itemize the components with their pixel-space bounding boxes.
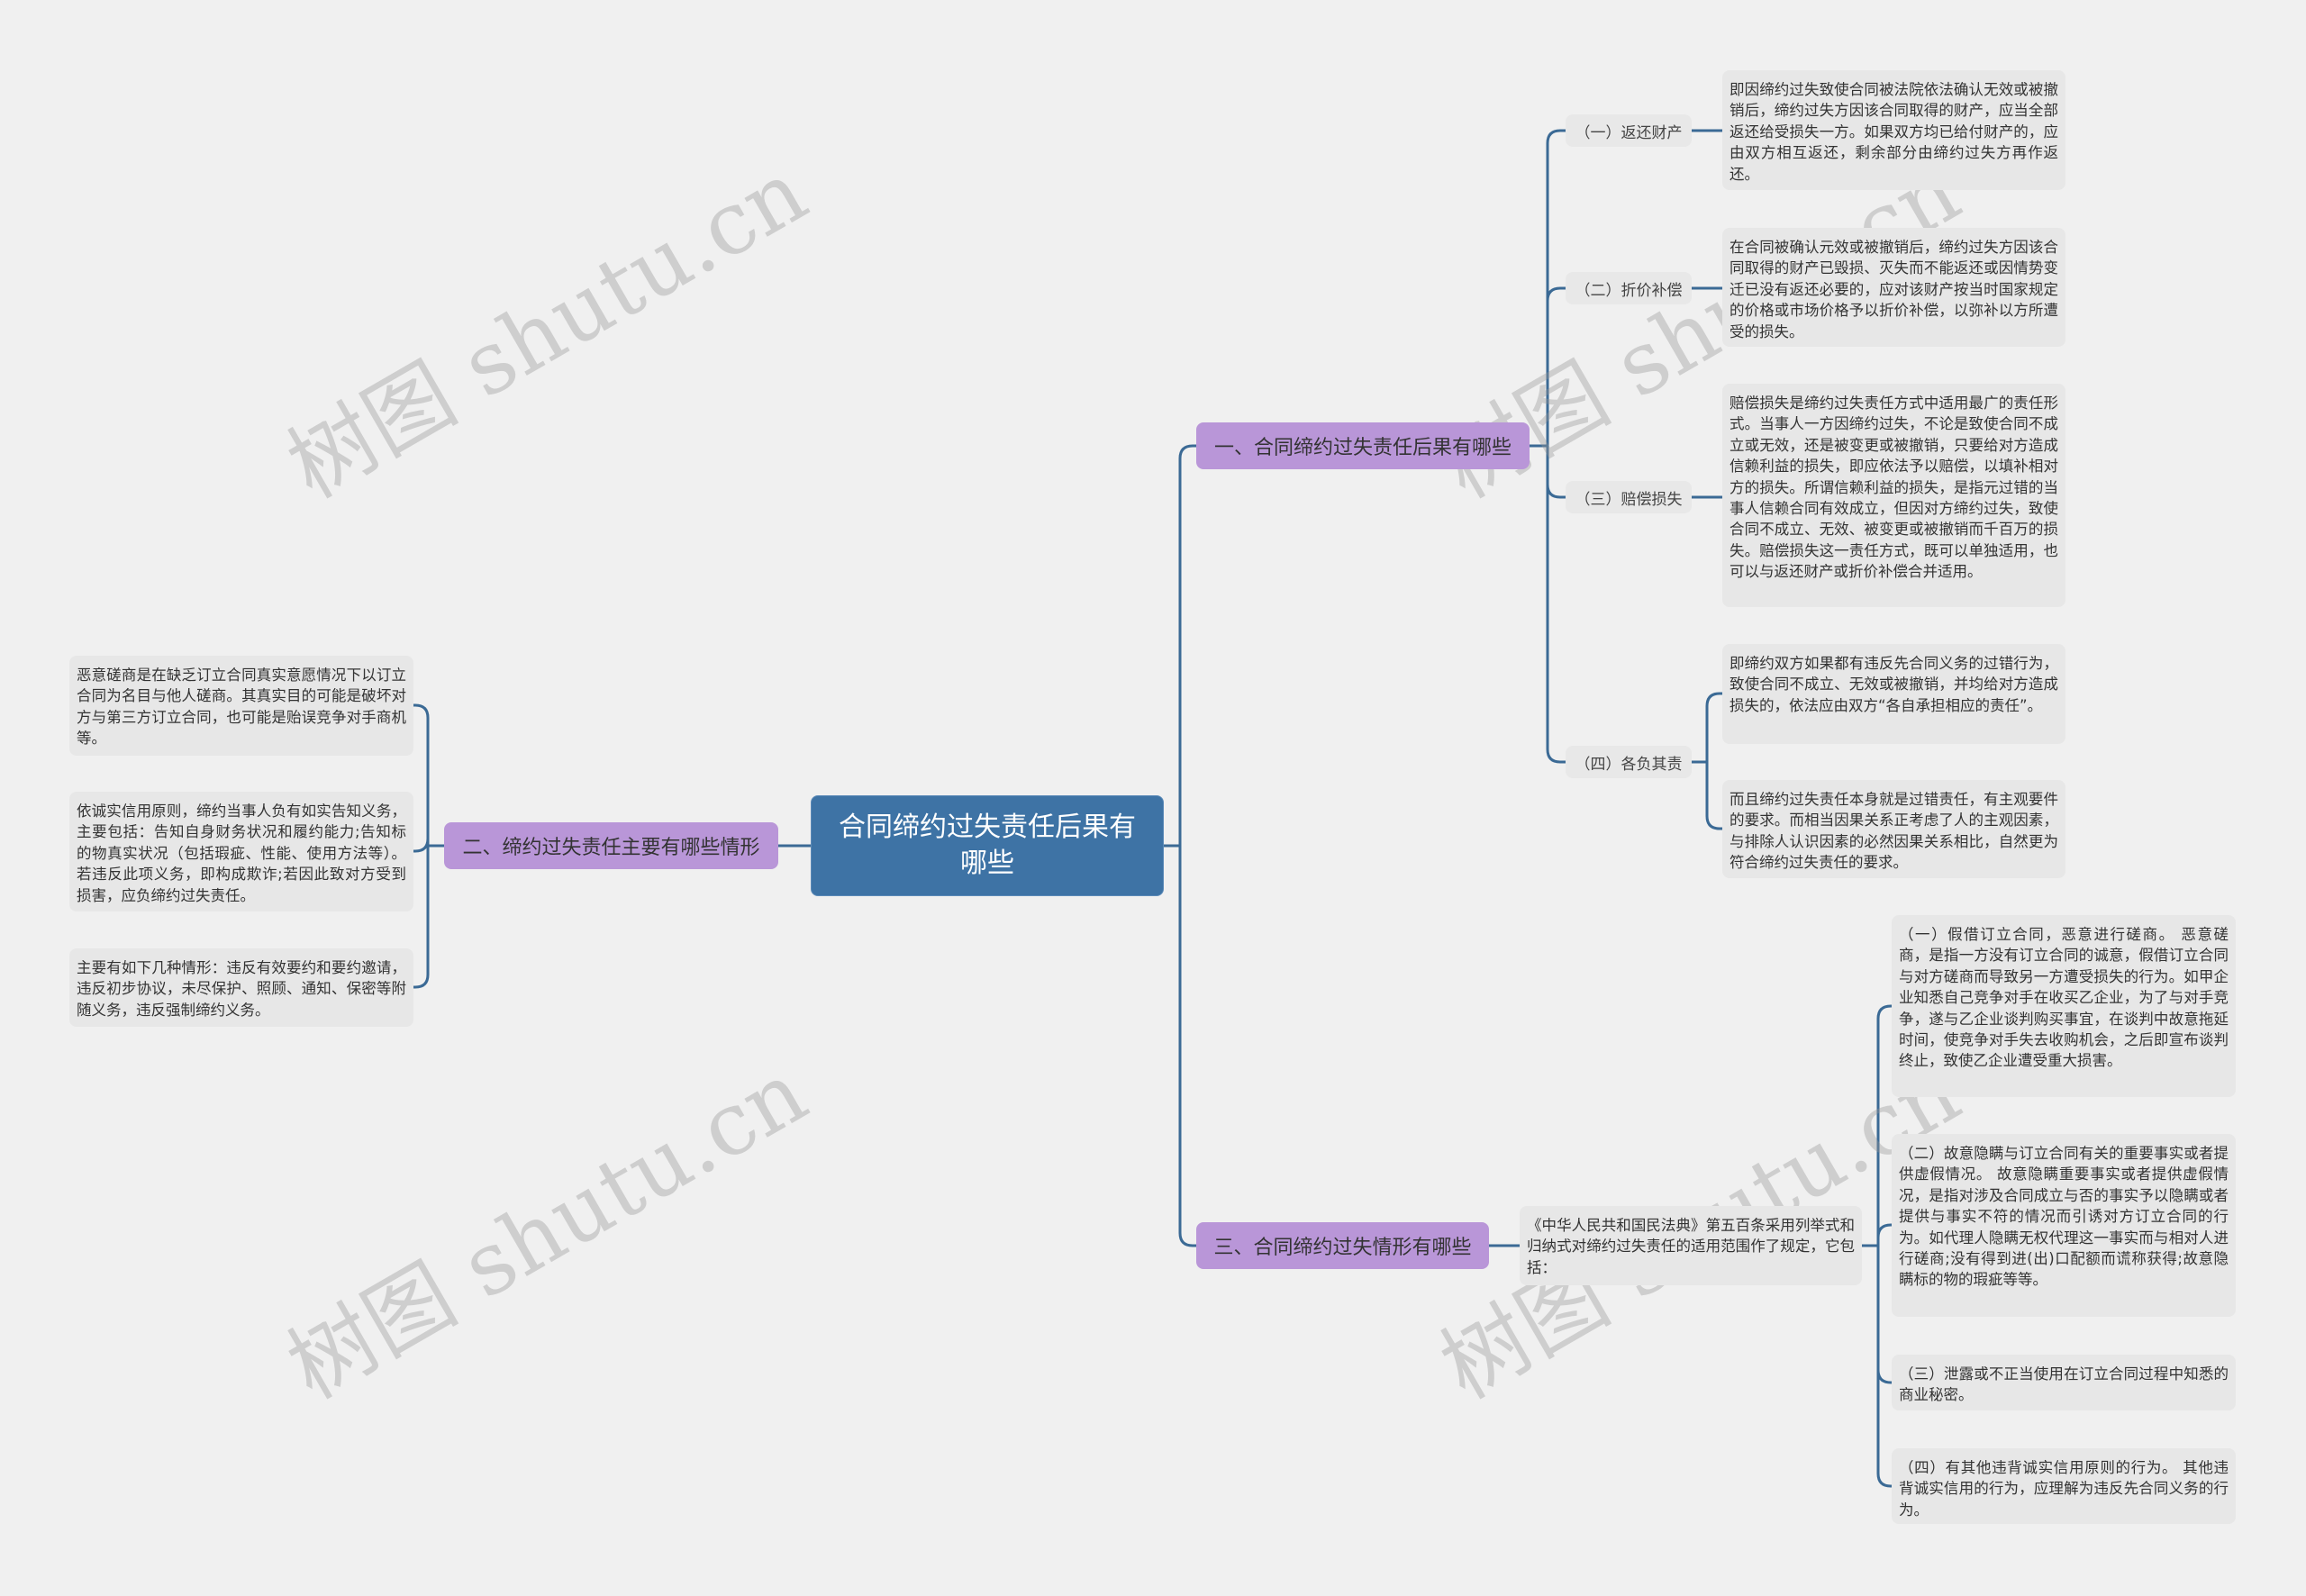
connector-line	[1876, 1246, 1892, 1384]
branch-fault-situations[interactable]: 三、合同缔约过失情形有哪些	[1196, 1222, 1489, 1269]
connector-line	[1876, 1004, 1892, 1246]
connector-line	[1178, 444, 1196, 846]
note-concealment[interactable]: （二）故意隐瞒与订立合同有关的重要事实或者提供虚假情况。 故意隐瞒重要事实或者提…	[1892, 1134, 2236, 1317]
note-malicious-negotiation[interactable]: 恶意磋商是在缺乏订立合同真实意愿情况下以订立合同为名目与他人磋商。其真实目的可能…	[69, 656, 413, 756]
note-situations-list[interactable]: 主要有如下几种情形：违反有效要约和要约邀请，违反初步协议，未尽保护、照顾、通知、…	[69, 948, 413, 1027]
connector-line	[1546, 286, 1566, 446]
connector-line	[413, 846, 430, 989]
connector-line	[1876, 1223, 1892, 1246]
note-bad-faith-negotiation[interactable]: （一）假借订立合同，恶意进行磋商。 恶意磋商，是指一方没有订立合同的诚意，假借订…	[1892, 915, 2236, 1097]
subtopic-compensate-loss[interactable]: （三）赔偿损失	[1566, 481, 1692, 513]
connector-line	[1876, 1246, 1892, 1488]
note-trade-secrets[interactable]: （三）泄露或不正当使用在订立合同过程中知悉的商业秘密。	[1892, 1355, 2236, 1410]
connector-line	[1705, 762, 1722, 830]
connector-line	[1546, 446, 1566, 764]
note-disclosure-duty[interactable]: 依诚实信用原则，缔约当事人负有如实告知义务，主要包括：告知自身财务状况和履约能力…	[69, 792, 413, 911]
connector-line	[413, 838, 430, 853]
subtopic-compensation-by-price[interactable]: （二）折价补偿	[1566, 272, 1692, 304]
note-compensate-loss[interactable]: 赔偿损失是缔约过失责任方式中适用最广的责任形式。当事人一方因缔约过失，不论是致使…	[1722, 384, 2065, 607]
note-compensation-by-price[interactable]: 在合同被确认元效或被撤销后，缔约过失方因该合同取得的财产已毁损、灭失而不能返还或…	[1722, 228, 2065, 347]
connector-line	[1546, 446, 1566, 499]
note-each-responsible-2[interactable]: 而且缔约过失责任本身就是过错责任，有主观要件的要求。而相当因果关系正考虑了人的主…	[1722, 780, 2065, 878]
note-other-good-faith[interactable]: （四）有其他违背诚实信用原则的行为。 其他违背诚实信用的行为，应理解为违反先合同…	[1892, 1448, 2236, 1524]
connector-line	[413, 703, 430, 846]
note-each-responsible-1[interactable]: 即缔约双方如果都有违反先合同义务的过错行为，致使合同不成立、无效或被撤销，并均给…	[1722, 644, 2065, 744]
central-topic[interactable]: 合同缔约过失责任后果有哪些	[811, 795, 1164, 896]
branch-main-situations[interactable]: 二、缔约过失责任主要有哪些情形	[444, 822, 778, 869]
note-civil-code-article[interactable]: 《中华人民共和国民法典》第五百条采用列举式和归纳式对缔约过失责任的适用范围作了规…	[1520, 1206, 1862, 1285]
subtopic-each-responsible[interactable]: （四）各负其责	[1566, 746, 1692, 778]
connector-line	[1546, 129, 1566, 446]
subtopic-return-property[interactable]: （一）返还财产	[1566, 114, 1692, 147]
branch-consequences[interactable]: 一、合同缔约过失责任后果有哪些	[1196, 422, 1530, 469]
connector-line	[1705, 692, 1722, 762]
connector-line	[1178, 846, 1196, 1247]
note-return-property[interactable]: 即因缔约过失致使合同被法院依法确认无效或被撤销后，缔约过失方因该合同取得的财产，…	[1722, 70, 2065, 190]
